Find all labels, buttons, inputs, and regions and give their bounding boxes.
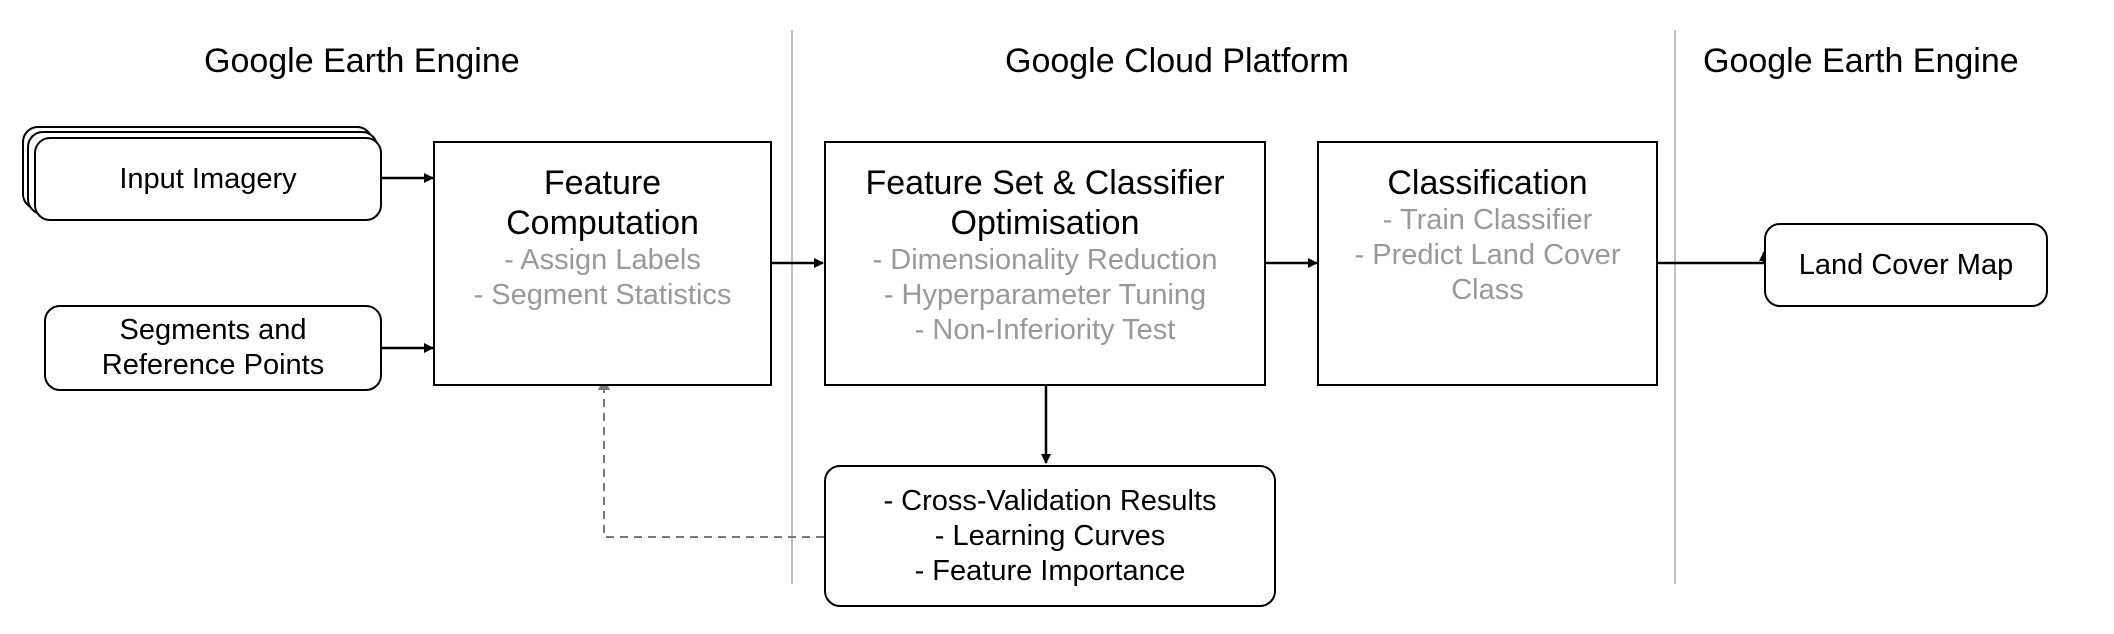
feedback-arrow-results-to-feature <box>598 378 824 538</box>
section-title-gee-left: Google Earth Engine <box>204 42 520 80</box>
feature-computation-box: Feature Computation - Assign Labels - Se… <box>433 141 772 386</box>
land-cover-map-box: Land Cover Map <box>1764 223 2048 307</box>
feature-computation-title-line2: Computation <box>506 204 699 242</box>
optimisation-title-line1: Feature Set & Classifier <box>865 164 1225 202</box>
section-title-gcp: Google Cloud Platform <box>1005 42 1349 80</box>
classification-step-predict: - Predict Land Cover <box>1354 239 1621 271</box>
classification-step-train: - Train Classifier <box>1382 204 1593 236</box>
segments-label-line2: Reference Points <box>101 349 325 381</box>
classification-title: Classification <box>1387 164 1588 202</box>
results-box: - Cross-Validation Results - Learning Cu… <box>824 465 1276 607</box>
optimisation-box: Feature Set & Classifier Optimisation - … <box>824 141 1266 386</box>
classification-step-class: Class <box>1451 274 1524 306</box>
section-title-gee-right: Google Earth Engine <box>1703 42 2019 80</box>
classification-box: Classification - Train Classifier - Pred… <box>1317 141 1658 386</box>
optimisation-step-non-inferiority: - Non-Inferiority Test <box>914 314 1176 346</box>
optimisation-step-dimensionality: - Dimensionality Reduction <box>872 244 1218 276</box>
segments-label-line1: Segments and <box>119 314 307 346</box>
feature-computation-title-line1: Feature <box>543 164 662 202</box>
land-cover-map-label: Land Cover Map <box>1798 248 2014 281</box>
optimisation-step-hyperparameter: - Hyperparameter Tuning <box>883 279 1207 311</box>
segments-reference-box: Segments and Reference Points <box>44 305 382 391</box>
result-feature-importance: - Feature Importance <box>914 554 1186 587</box>
input-imagery-label: Input Imagery <box>119 162 297 195</box>
result-learning-curves: - Learning Curves <box>934 519 1166 552</box>
arrow-classification-to-map <box>1658 251 1769 265</box>
input-imagery-box: Input Imagery <box>34 137 382 221</box>
feature-step-segment-statistics: - Segment Statistics <box>473 279 732 311</box>
optimisation-title-line2: Optimisation <box>950 204 1140 242</box>
result-cross-validation: - Cross-Validation Results <box>883 484 1217 517</box>
feature-step-assign-labels: - Assign Labels <box>504 244 701 276</box>
